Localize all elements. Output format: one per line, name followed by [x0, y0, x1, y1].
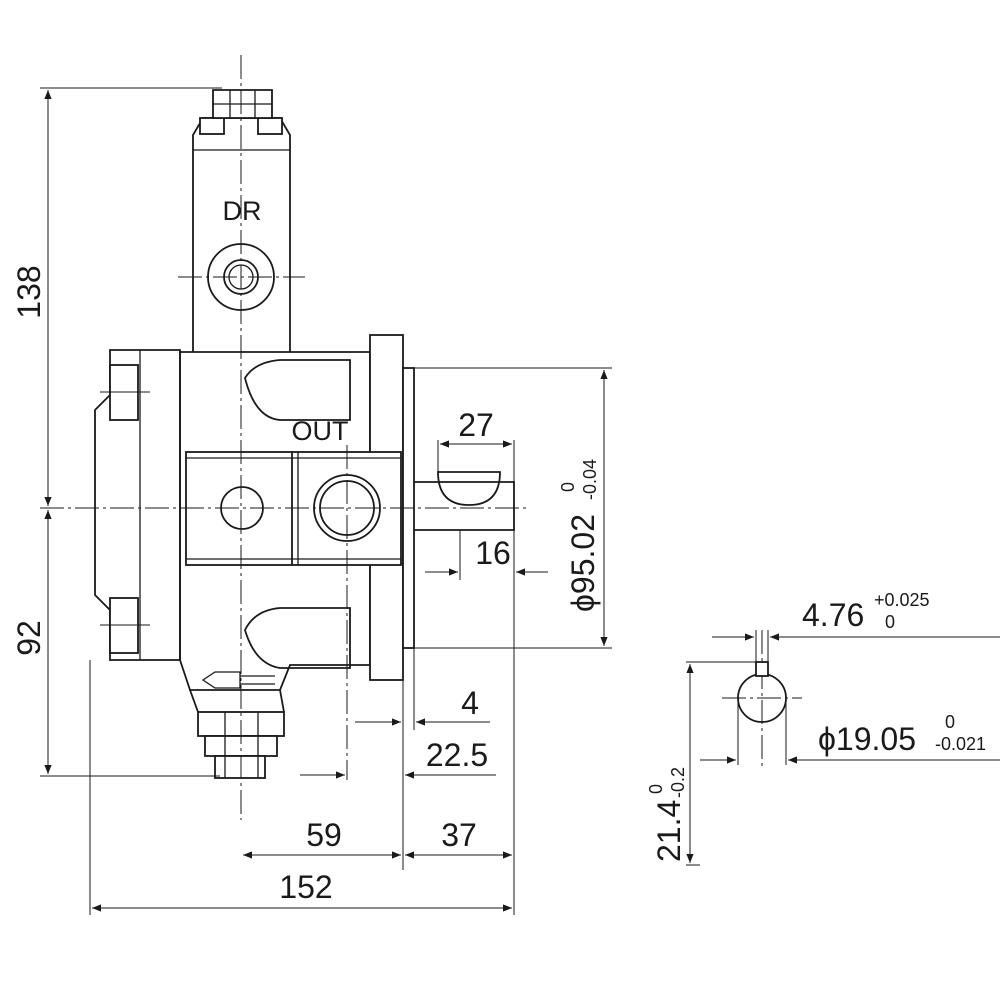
dim-dia-19-05: ϕ19.05 — [818, 721, 916, 757]
drive-shaft — [414, 481, 515, 531]
dim-dia-95-tol-lower: -0.04 — [580, 459, 600, 500]
drain-port-label: DR — [223, 196, 262, 226]
dim-21-4-tol-lower: -0.2 — [668, 767, 688, 798]
dim-16: 16 — [475, 535, 511, 571]
dim-21-4: 21.4 — [651, 800, 687, 862]
dim-dia-95-group: ϕ95.02 0 -0.04 — [558, 459, 601, 612]
center-lines — [40, 55, 802, 820]
dim-92: 92 — [11, 620, 47, 656]
dim-22-5: 22.5 — [426, 737, 488, 773]
dim-4: 4 — [461, 685, 479, 721]
dim-37: 37 — [441, 817, 477, 853]
lower-cavity — [244, 607, 351, 669]
dim-21-4-tol-upper: 0 — [646, 784, 666, 794]
dim-dia-19-05-tol-upper: 0 — [945, 712, 955, 732]
key-slot — [755, 661, 769, 677]
flow-arrow-icon — [201, 671, 241, 689]
outlet-port-label: OUT — [292, 416, 349, 446]
dim-dia-95-tol-upper: 0 — [558, 482, 578, 492]
upper-cavity — [244, 359, 351, 421]
dim-dia-19-05-tol-lower: -0.021 — [935, 734, 986, 754]
dim-21-4-group: 21.4 0 -0.2 — [646, 767, 688, 862]
dim-152: 152 — [279, 869, 332, 905]
dim-4-76-tol-lower: 0 — [885, 612, 895, 632]
dim-4-76: 4.76 — [802, 597, 864, 633]
shaft-key — [437, 471, 501, 506]
dim-59: 59 — [306, 817, 342, 853]
dim-138: 138 — [11, 265, 47, 318]
dim-dia-95: ϕ95.02 — [565, 514, 601, 612]
dim-27: 27 — [458, 407, 494, 443]
dim-4-76-tol-upper: +0.025 — [874, 590, 930, 610]
dimension-lines — [44, 90, 1000, 912]
extension-lines — [40, 87, 787, 915]
